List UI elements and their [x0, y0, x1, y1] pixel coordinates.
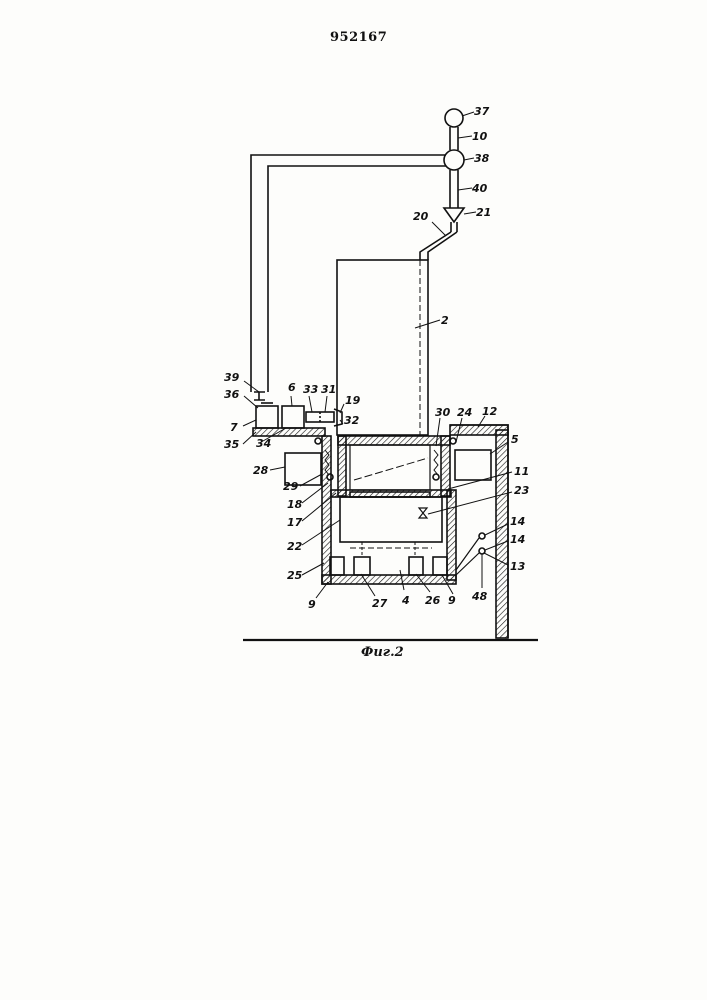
- foot-27: [354, 557, 370, 575]
- pipe-inner: [268, 166, 446, 392]
- label-35: 35: [224, 438, 240, 451]
- label-27: 27: [372, 597, 388, 610]
- label-29: 29: [283, 480, 299, 493]
- unit-6: [282, 406, 304, 428]
- label-39: 39: [224, 371, 240, 384]
- unit-36: [256, 406, 278, 428]
- pipe-outer: [251, 155, 446, 392]
- label-6: 6: [288, 381, 296, 394]
- shelf-7: [253, 428, 325, 436]
- foot-9-left: [330, 557, 344, 575]
- label-36: 36: [224, 388, 240, 401]
- label-32: 32: [344, 414, 360, 427]
- label-19: 19: [345, 394, 361, 407]
- label-7: 7: [230, 421, 238, 434]
- bucket-30: [350, 445, 430, 490]
- label-13: 13: [510, 560, 526, 573]
- label-10: 10: [472, 130, 488, 143]
- cylinder-2: [337, 260, 428, 435]
- cone-21: [444, 208, 464, 222]
- label-17: 17: [287, 516, 303, 529]
- foot-9-right: [433, 557, 447, 575]
- label-11: 11: [514, 465, 529, 478]
- figure-caption: Фиг.2: [361, 645, 404, 660]
- drive-22: [340, 497, 442, 542]
- label-33: 33: [303, 383, 319, 396]
- label-2: 2: [441, 314, 449, 327]
- label-31: 31: [321, 383, 336, 396]
- label-14-bottom: 14: [510, 533, 525, 546]
- label-30: 30: [435, 406, 451, 419]
- label-18: 18: [287, 498, 303, 511]
- label-28: 28: [253, 464, 269, 477]
- part-labels: 37 10 38 40 20 21 2 39 36 6 33 31 19 32 …: [224, 105, 530, 611]
- label-5: 5: [511, 433, 519, 446]
- spring-24: [434, 450, 438, 475]
- label-21: 21: [476, 206, 491, 219]
- label-38: 38: [474, 152, 490, 165]
- foot-26: [409, 557, 423, 575]
- label-14-top: 14: [510, 515, 525, 528]
- label-4: 4: [401, 594, 410, 607]
- label-20: 20: [413, 210, 429, 223]
- label-25: 25: [287, 569, 303, 582]
- label-22: 22: [287, 540, 303, 553]
- label-48: 48: [471, 590, 488, 603]
- valve-39: [254, 392, 265, 400]
- valve-23: [419, 508, 427, 518]
- label-37: 37: [474, 105, 490, 118]
- label-9-right: 9: [448, 594, 456, 607]
- label-34: 34: [256, 437, 271, 450]
- label-40: 40: [471, 182, 488, 195]
- label-23: 23: [514, 484, 530, 497]
- block-5: [455, 450, 491, 480]
- sphere-38: [444, 150, 464, 170]
- label-26: 26: [425, 594, 441, 607]
- label-9-left: 9: [308, 598, 316, 611]
- label-12: 12: [482, 405, 498, 418]
- label-24: 24: [457, 406, 472, 419]
- sphere-37: [445, 109, 463, 127]
